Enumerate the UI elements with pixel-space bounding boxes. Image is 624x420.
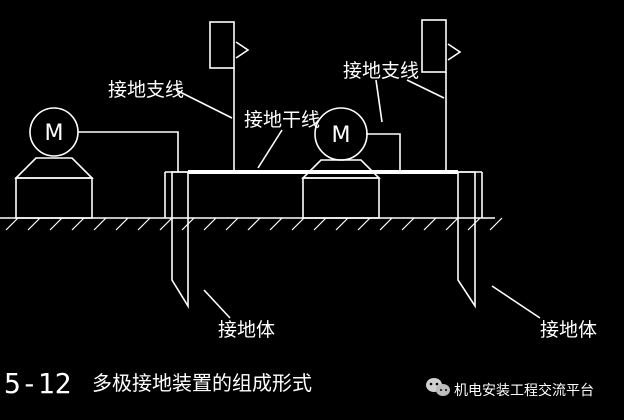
hatch-mark: [225, 217, 239, 231]
hatch-mark: [445, 217, 459, 231]
left-top-box: [209, 21, 235, 69]
hatch-mark: [93, 217, 107, 231]
leader-branch-right-b: [375, 79, 383, 123]
right-top-arrow: [447, 43, 462, 61]
hatch-mark: [357, 217, 371, 231]
figure-number: 5-12: [4, 367, 71, 400]
hatch-mark: [489, 217, 503, 231]
right-motor-stand: [301, 159, 381, 179]
hatch-mark: [71, 217, 85, 231]
hatch-mark: [379, 217, 393, 231]
label-trunk: 接地干线: [244, 109, 320, 131]
wechat-icon: [426, 378, 450, 396]
label-branch-right: 接地支线: [343, 60, 419, 82]
hatch-mark: [291, 217, 305, 231]
right-branch-wire: [366, 133, 401, 172]
leader-electrode-right: [491, 285, 541, 319]
watermark-text: 机电安装工程交流平台: [454, 382, 594, 399]
leader-branch-right-a: [406, 79, 445, 99]
hatch-mark: [247, 217, 261, 231]
left-motor-label: M: [45, 121, 64, 146]
leader-trunk: [257, 129, 283, 169]
ground-surface: [0, 217, 503, 231]
right-motor-label: M: [332, 123, 351, 148]
left-top-arrow: [235, 41, 250, 59]
hatch-mark: [335, 217, 349, 231]
leader-branch-left: [175, 89, 233, 119]
leader-electrode-left: [203, 289, 231, 319]
label-electrode-left: 接地体: [218, 319, 275, 341]
left-electrode: [171, 171, 189, 309]
hatch-mark: [313, 217, 327, 231]
ground-hatching: [5, 217, 503, 231]
label-branch-left: 接地支线: [108, 79, 184, 101]
right-motor-base: [302, 177, 380, 219]
left-branch-wire: [78, 131, 179, 172]
hatch-mark: [401, 217, 415, 231]
hatch-mark: [467, 217, 481, 231]
right-top-box: [421, 19, 447, 73]
hatch-mark: [137, 217, 151, 231]
hatch-mark: [159, 217, 173, 231]
left-motor-base: [15, 177, 93, 219]
label-electrode-right: 接地体: [540, 319, 597, 341]
hatch-mark: [269, 217, 283, 231]
left-motor-stand: [14, 157, 94, 179]
hatch-mark: [27, 217, 41, 231]
right-electrode: [457, 171, 476, 309]
hatch-mark: [203, 217, 217, 231]
hatch-mark: [115, 217, 129, 231]
figure-caption: 多极接地装置的组成形式: [92, 371, 312, 395]
hatch-mark: [49, 217, 63, 231]
hatch-mark: [5, 217, 19, 231]
hatch-mark: [423, 217, 437, 231]
